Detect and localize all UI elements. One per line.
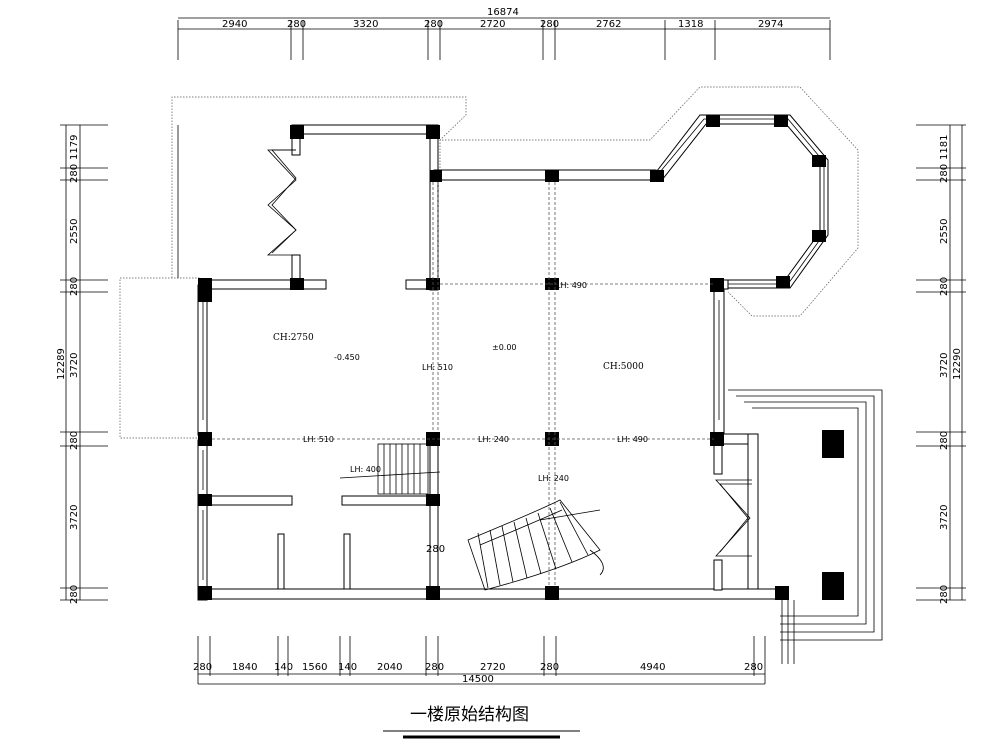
beam-label-lh490-right: LH: 490 bbox=[617, 435, 648, 444]
left-dimension-line: 1179 280 2550 280 3720 280 3720 280 1228… bbox=[56, 124, 108, 604]
bottom-dim-9: 280 bbox=[540, 662, 559, 673]
curved-stair bbox=[467, 499, 604, 591]
left-dim-5: 3720 bbox=[69, 353, 80, 378]
top-dimension-line: 2940 280 3320 280 2720 280 2762 1318 297… bbox=[177, 19, 831, 60]
bottom-dim-2: 1840 bbox=[232, 662, 257, 673]
bottom-dim-11: 280 bbox=[744, 662, 763, 673]
top-dim-4: 280 bbox=[424, 19, 443, 30]
left-dim-4: 280 bbox=[69, 277, 80, 296]
bottom-dim-8: 2720 bbox=[480, 662, 505, 673]
left-dim-2: 280 bbox=[69, 164, 80, 183]
right-dim-8: 280 bbox=[939, 585, 950, 604]
beam-label-lh400: LH: 400 bbox=[350, 465, 381, 474]
ceiling-height-right: CH:5000 bbox=[603, 362, 644, 372]
bottom-dim-3: 140 bbox=[274, 662, 293, 673]
right-dim-1: 1181 bbox=[939, 135, 950, 160]
bottom-dim-6: 2040 bbox=[377, 662, 402, 673]
left-total-dim: 12289 bbox=[56, 348, 67, 380]
ceiling-height-left: CH:2750 bbox=[273, 333, 314, 343]
bottom-dim-10: 4940 bbox=[640, 662, 665, 673]
structural-columns bbox=[198, 115, 844, 600]
right-dim-4: 280 bbox=[939, 277, 950, 296]
left-dim-7: 3720 bbox=[69, 505, 80, 530]
left-dim-6: 280 bbox=[69, 431, 80, 450]
beam-lines bbox=[212, 182, 714, 586]
beam-label-lh240-stair: LH: 240 bbox=[538, 474, 569, 483]
top-dim-7: 2762 bbox=[596, 19, 621, 30]
beam-label-lh510-mid: LH: 510 bbox=[422, 363, 453, 372]
folding-door-upper-left bbox=[266, 149, 297, 256]
drawing-title: 一楼原始结构图 bbox=[410, 705, 529, 725]
bottom-dim-7: 280 bbox=[425, 662, 444, 673]
top-dim-5: 2720 bbox=[480, 19, 505, 30]
bay-window bbox=[648, 114, 829, 289]
bottom-dim-5: 140 bbox=[338, 662, 357, 673]
top-dim-8: 1318 bbox=[678, 19, 703, 30]
bottom-dimension-line: 280 1840 140 1560 140 2040 280 2720 280 … bbox=[193, 636, 766, 685]
top-dim-1: 2940 bbox=[222, 19, 247, 30]
bottom-dim-4: 1560 bbox=[302, 662, 327, 673]
beam-label-lh240-mid: LH: 240 bbox=[478, 435, 509, 444]
right-dim-6: 280 bbox=[939, 431, 950, 450]
top-dim-9: 2974 bbox=[758, 19, 783, 30]
left-dim-1: 1179 bbox=[69, 135, 80, 160]
floor-level-center: ±0.00 bbox=[492, 343, 517, 352]
right-dim-2: 280 bbox=[939, 164, 950, 183]
bottom-dim-1: 280 bbox=[193, 662, 212, 673]
wall-thickness-note: 280 bbox=[426, 544, 445, 555]
folding-door-right bbox=[715, 479, 752, 557]
left-dim-8: 280 bbox=[69, 585, 80, 604]
bottom-total-dim: 14500 bbox=[462, 674, 494, 685]
straight-stair bbox=[339, 443, 441, 495]
room-annotations: CH:2750 CH:5000 -0.450 ±0.00 LH: 490 LH:… bbox=[273, 281, 648, 555]
floor-level-left: -0.450 bbox=[334, 353, 360, 362]
overall-width-dimension: 16874 bbox=[487, 7, 519, 18]
left-windows bbox=[202, 300, 720, 580]
beam-label-lh490-top: LH: 490 bbox=[556, 281, 587, 290]
right-dim-3: 2550 bbox=[939, 219, 950, 244]
right-dim-5: 3720 bbox=[939, 353, 950, 378]
top-dim-6: 280 bbox=[540, 19, 559, 30]
top-dim-3: 3320 bbox=[353, 19, 378, 30]
beam-label-lh510-left: LH: 510 bbox=[303, 435, 334, 444]
right-total-dim: 12290 bbox=[952, 348, 963, 380]
right-dim-7: 3720 bbox=[939, 505, 950, 530]
right-dimension-line: 1181 280 2550 280 3720 280 3720 280 1229… bbox=[916, 124, 966, 604]
top-dim-2: 280 bbox=[287, 19, 306, 30]
left-dim-3: 2550 bbox=[69, 219, 80, 244]
walls bbox=[197, 124, 786, 601]
